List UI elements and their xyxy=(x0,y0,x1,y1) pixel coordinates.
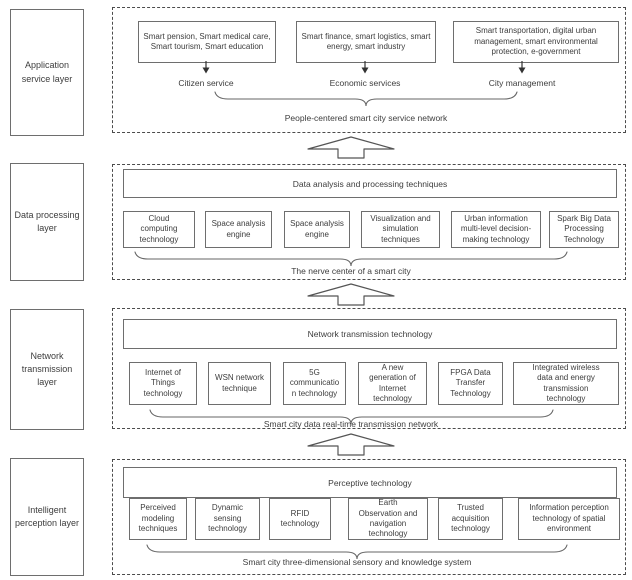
rfid-technology-box: RFID technology xyxy=(269,498,331,540)
information-perception-box: Information perception technology of spa… xyxy=(518,498,620,540)
brace-icon xyxy=(134,251,568,273)
space-analysis-box-1: Space analysis engine xyxy=(205,211,272,248)
sidebar-intelligent-perception-layer: Intelligent perception layer xyxy=(10,458,84,576)
citizen-service-label: Citizen service xyxy=(178,78,234,88)
city-management-label: City management xyxy=(488,78,556,88)
sensory-system-caption: Smart city three-dimensional sensory and… xyxy=(242,557,472,567)
urban-information-box: Urban information multi-level decision- … xyxy=(451,211,541,248)
down-arrow-icon xyxy=(202,61,211,79)
space-analysis-box-2: Space analysis engine xyxy=(284,211,350,248)
brace-icon xyxy=(146,544,568,566)
intelligent-perception-panel: Perceptive technology Perceived modeling… xyxy=(112,459,626,575)
sidebar-network-transmission-layer: Network transmission layer xyxy=(10,309,84,430)
spark-big-data-box: Spark Big Data Processing Technology xyxy=(549,211,619,248)
economic-services-box: Smart finance, smart logistics, smart en… xyxy=(296,21,436,63)
up-block-arrow-icon xyxy=(307,283,395,311)
economic-services-label: Economic services xyxy=(329,78,401,88)
network-transmission-panel: Network transmission technology Internet… xyxy=(112,308,626,429)
cloud-computing-box: Cloud computing technology xyxy=(123,211,195,248)
down-arrow-icon xyxy=(361,61,370,79)
integrated-wireless-box: Integrated wireless data and energy tran… xyxy=(513,362,619,405)
city-management-box: Smart transportation, digital urban mana… xyxy=(453,21,619,63)
up-block-arrow-icon xyxy=(307,433,395,461)
network-transmission-header-box: Network transmission technology xyxy=(123,319,617,349)
earth-observation-box: Earth Observation and navigation technol… xyxy=(348,498,428,540)
perceived-modeling-box: Perceived modeling techniques xyxy=(129,498,187,540)
visualization-box: Visualization and simulation techniques xyxy=(361,211,440,248)
application-service-panel: Smart pension, Smart medical care, Smart… xyxy=(112,7,626,133)
sidebar-data-processing-layer: Data processing layer xyxy=(10,163,84,281)
brace-icon xyxy=(149,409,554,431)
service-network-caption: People-centered smart city service netwo… xyxy=(284,113,448,123)
trusted-acquisition-box: Trusted acquisition technology xyxy=(438,498,503,540)
dynamic-sensing-box: Dynamic sensing technology xyxy=(195,498,260,540)
brace-icon xyxy=(214,91,518,113)
iot-technology-box: Internet of Things technology xyxy=(129,362,197,405)
5g-communication-box: 5G communicatio n technology xyxy=(283,362,346,405)
transmission-network-caption: Smart city data real-time transmission n… xyxy=(263,419,439,429)
sidebar-application-service-layer: Application service layer xyxy=(10,9,84,136)
up-block-arrow-icon xyxy=(307,136,395,164)
down-arrow-icon xyxy=(518,61,527,79)
data-processing-panel: Data analysis and processing techniques … xyxy=(112,164,626,280)
perceptive-technology-header-box: Perceptive technology xyxy=(123,467,617,498)
fpga-transfer-box: FPGA Data Transfer Technology xyxy=(438,362,503,405)
nerve-center-caption: The nerve center of a smart city xyxy=(291,266,411,276)
wsn-network-box: WSN network technique xyxy=(208,362,271,405)
citizen-services-box: Smart pension, Smart medical care, Smart… xyxy=(138,21,276,63)
data-analysis-header-box: Data analysis and processing techniques xyxy=(123,169,617,198)
new-internet-box: A new generation of Internet technology xyxy=(358,362,427,405)
